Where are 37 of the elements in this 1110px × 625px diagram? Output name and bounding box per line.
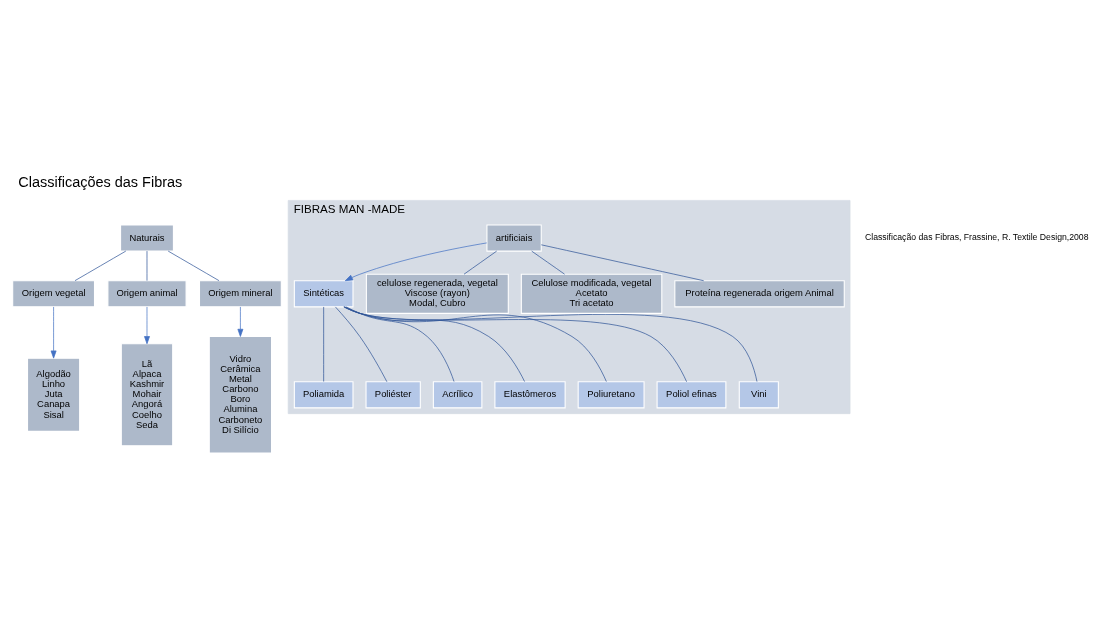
node-box: Naturais xyxy=(120,224,174,252)
node-box: Vidro Cerâmica Metal Carbono Boro Alumina Carboneto Di Silício xyxy=(208,335,273,454)
node-box: Celulose modificada, vegetal Acetato Tri acetato xyxy=(520,273,663,314)
connector xyxy=(335,306,388,382)
node-box: Origem animal xyxy=(107,279,187,307)
node-box: Algodão Linho Juta Canapa Sisal xyxy=(27,357,81,432)
connector xyxy=(463,250,498,275)
connector xyxy=(540,243,705,281)
connector xyxy=(343,306,607,382)
diagram-title: Classificações das Fibras xyxy=(18,173,183,190)
node-box: Poliol efinas xyxy=(656,380,727,408)
connector xyxy=(343,306,687,382)
node-box: Origem mineral xyxy=(198,279,282,307)
node-box: Poliéster xyxy=(365,380,421,408)
node-box: Lã Alpaca Kashmir Mohair Angorá Coelho Seda xyxy=(120,342,174,446)
node-box: Poliuretano xyxy=(577,380,645,408)
node-box: Vini xyxy=(738,380,779,408)
arrow xyxy=(344,242,488,281)
connector xyxy=(74,250,127,281)
node-box: Acrílico xyxy=(432,380,483,408)
connector xyxy=(531,250,565,275)
node-box: artificiais xyxy=(486,224,542,252)
arrow xyxy=(50,306,57,358)
node-box: Origem vegetal xyxy=(12,279,96,307)
connector xyxy=(345,306,455,382)
connector xyxy=(323,306,325,382)
connector xyxy=(343,306,758,382)
connector xyxy=(344,306,525,382)
node-box: Proteína regenerada origem Animal xyxy=(674,279,845,307)
arrow xyxy=(144,306,150,344)
label: Classificação das Fibras, Frassine, R. Textile Design,2008 xyxy=(865,231,1089,242)
arrow xyxy=(237,306,244,337)
node-box: Poliamida xyxy=(293,380,354,408)
connector xyxy=(167,250,220,281)
node-box: Elastômeros xyxy=(494,380,566,408)
node-box: Sintéticas xyxy=(293,279,354,307)
node-box: celulose regenerada, vegetal Viscose (rayon) Modal, Cubro xyxy=(365,273,509,314)
